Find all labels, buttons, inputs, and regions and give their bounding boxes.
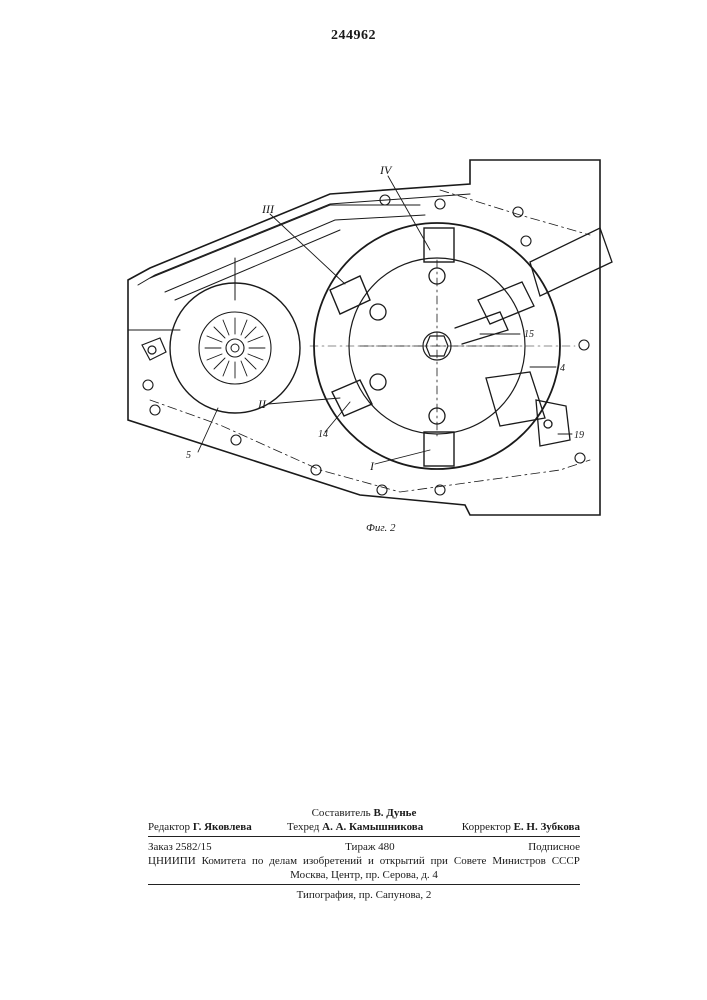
staff-line: Редактор Г. Яковлева Техред А. А. Камышн… [148,820,580,834]
org-word: и [368,854,374,868]
corrector-label: Корректор [462,821,511,833]
label-roman-1: I [369,459,375,473]
imprint-footer: Составитель В. Дунье Редактор Г. Яковлев… [148,806,580,902]
left-wheel [170,283,300,413]
org-word: по [252,854,263,868]
upper-hood [150,205,425,300]
org-word: Комитета [202,854,246,868]
compiler-line: Составитель В. Дунье [148,806,580,820]
order-number: Заказ 2582/15 [148,840,212,854]
org-word: делам [269,854,297,868]
organization-line: ЦНИИПИ Комитета по делам изобретений и о… [148,854,580,868]
org-word: открытий [380,854,425,868]
org-word: ЦНИИПИ [148,854,196,868]
editor: Редактор Г. Яковлева [148,820,252,834]
corrector: Корректор Е. Н. Зубкова [462,820,580,834]
left-clamp [142,338,166,360]
org-word: Министров [492,854,545,868]
techred-label: Техред [287,821,319,833]
label-5: 5 [186,450,191,461]
editor-label: Редактор [148,821,190,833]
techred-name: А. А. Камышникова [322,821,423,833]
subscription: Подписное [528,840,580,854]
org-word: изобретений [303,854,362,868]
figure-caption: Фиг. 2 [366,522,396,534]
compiler-label: Составитель [312,807,371,819]
label-roman-3: III [261,202,275,216]
center-lines [150,190,590,492]
label-roman-4: IV [379,163,393,177]
label-19: 19 [574,430,584,441]
org-word: при [431,854,448,868]
corrector-name: Е. Н. Зубкова [514,821,580,833]
perimeter-screws [143,195,589,495]
compiler-name: В. Дунье [373,807,416,819]
label-14: 14 [318,429,328,440]
label-15: 15 [524,329,534,340]
printer-line: Типография, пр. Сапунова, 2 [148,888,580,902]
leader-lines [198,176,572,464]
org-word: Совете [454,854,487,868]
circulation: Тираж 480 [345,840,395,854]
divider [148,884,580,885]
org-word: СССР [552,854,580,868]
editor-name: Г. Яковлева [193,821,252,833]
label-4: 4 [560,363,565,374]
techred: Техред А. А. Камышникова [287,820,423,834]
divider [148,836,580,837]
label-roman-2: II [257,397,267,411]
address-line: Москва, Центр, пр. Серова, д. 4 [148,868,580,882]
order-line: Заказ 2582/15 Тираж 480 Подписное [148,840,580,854]
